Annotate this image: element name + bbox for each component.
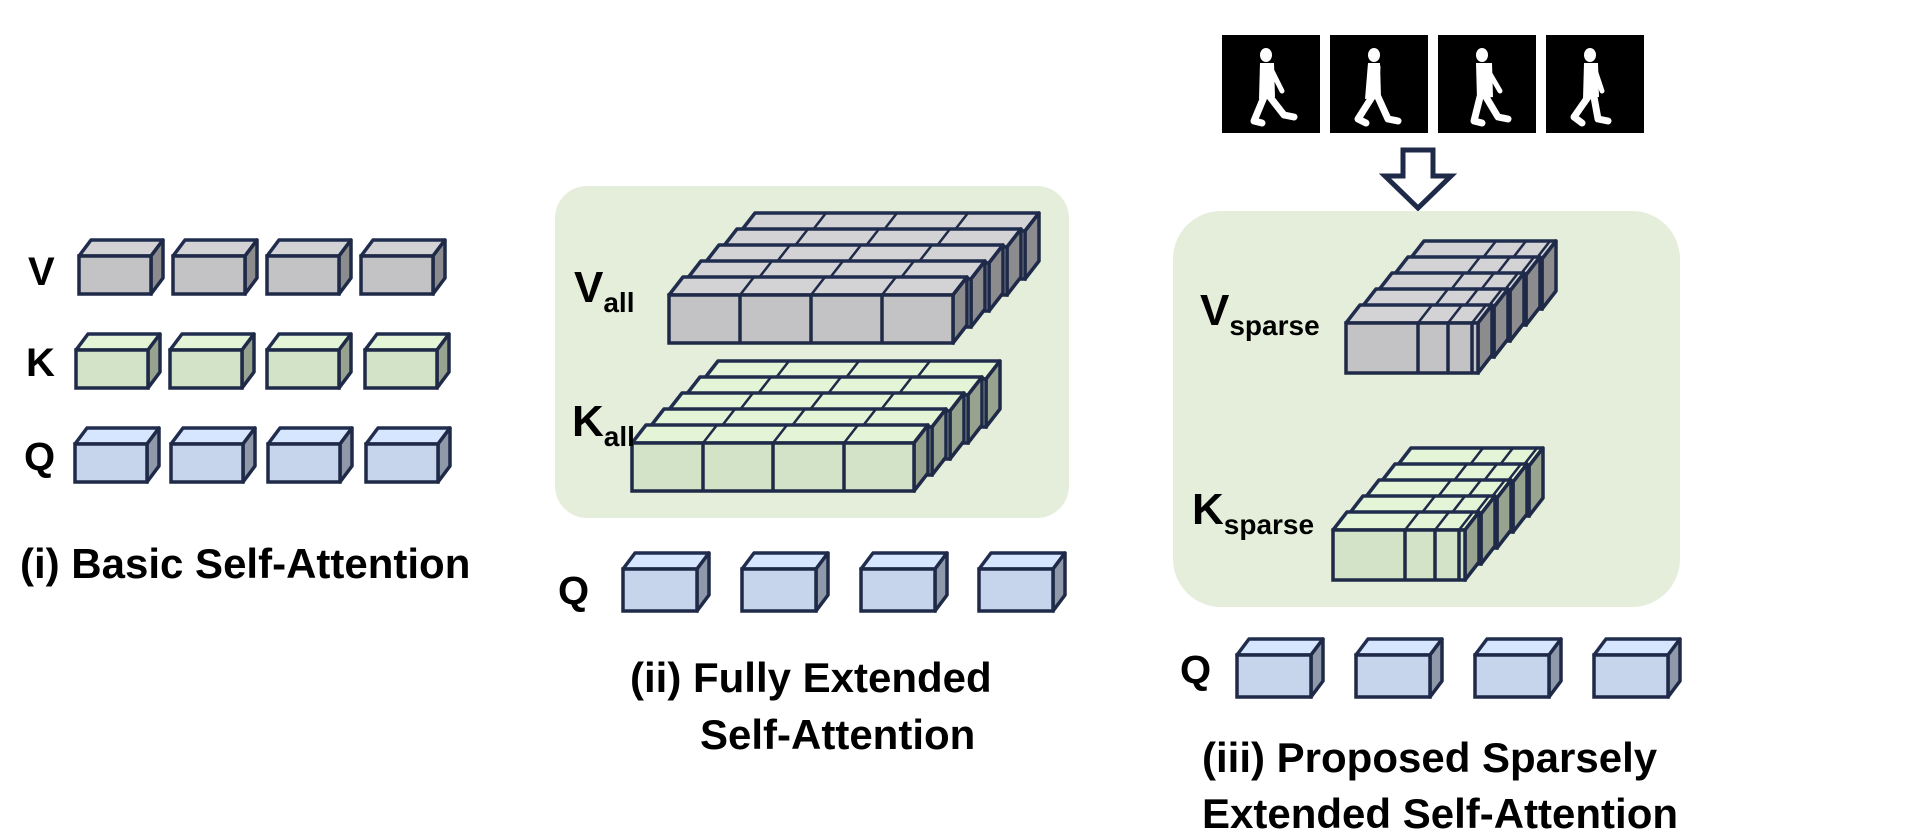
basic-key-block-3 [265,332,353,390]
sparse-v-label: Vsparse [1200,286,1320,341]
frame-4 [1546,35,1644,133]
basic-query-block-2 [169,426,257,484]
basic-value-block-3 [265,238,353,296]
basic-key-block-2 [168,332,256,390]
basic-value-block-1 [77,238,165,296]
full-value-slab-layer-5 [667,275,969,345]
sparse-key-slab-layer-5 [1331,510,1481,582]
sparse-query-block-2 [1354,637,1444,699]
sparse-query-block-4 [1592,637,1682,699]
sparse-key-stack [1331,446,1545,582]
full-caption-line2: Self-Attention [700,711,975,758]
frame-3 [1438,35,1536,133]
panel-basic-self-attention: V K Q (i) Basic Self-Attention [20,238,470,587]
person-silhouette-icon [1354,48,1402,127]
frame-2 [1330,35,1428,133]
sparse-query-block-1 [1235,637,1325,699]
person-silhouette-icon [1570,48,1612,127]
basic-key-block-1 [74,332,162,390]
full-query-block-1 [621,551,711,613]
basic-v-label: V [28,250,55,294]
full-query-block-2 [740,551,830,613]
video-frames [1222,35,1644,133]
full-key-stack [630,359,1002,493]
basic-value-row [77,238,447,296]
sparse-caption-line2: Extended Self-Attention [1202,790,1678,837]
full-v-label: Vall [574,263,635,318]
basic-query-block-4 [364,426,452,484]
person-silhouette-icon [1250,48,1298,127]
frame-1 [1222,35,1320,133]
down-arrow-icon [1378,147,1458,212]
sparse-query-block-3 [1473,637,1563,699]
sparse-query-row [1235,637,1682,699]
sparse-q-label: Q [1180,648,1211,692]
basic-caption: (i) Basic Self-Attention [20,540,470,587]
panel-fully-extended: Vall Kall Q (ii) Fully Extended Self-Att… [555,186,1069,758]
basic-query-row [73,426,452,484]
basic-key-row [74,332,451,390]
basic-value-block-2 [171,238,259,296]
basic-q-label: Q [24,435,55,479]
full-key-slab-layer-5 [630,423,930,493]
panel-sparsely-extended: Vsparse Ksparse Q (iii) Proposed Sparsel… [1173,35,1682,837]
sparse-k-label: Ksparse [1192,485,1314,540]
full-value-stack [667,211,1041,345]
sparse-caption-line1: (iii) Proposed Sparsely [1202,734,1658,781]
full-query-block-4 [977,551,1067,613]
basic-k-label: K [26,341,55,385]
full-caption-line1: (ii) Fully Extended [630,654,992,701]
sparse-value-slab-layer-5 [1344,303,1494,375]
basic-key-block-4 [363,332,451,390]
full-k-label: Kall [572,397,635,452]
person-silhouette-icon [1470,48,1512,127]
basic-value-block-4 [359,238,447,296]
full-query-row [621,551,1067,613]
full-q-label: Q [558,569,589,613]
basic-query-block-3 [266,426,354,484]
sparse-value-stack [1344,239,1558,375]
basic-query-block-1 [73,426,161,484]
full-query-block-3 [859,551,949,613]
sparse-kv-background [1173,211,1680,607]
